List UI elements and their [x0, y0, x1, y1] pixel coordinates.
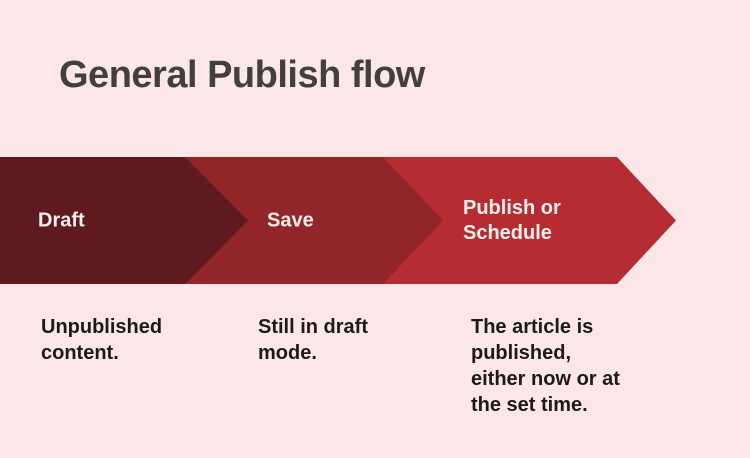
draft-step-description: Unpublished content.: [41, 316, 163, 364]
flow-step-save-label: Save: [267, 209, 314, 231]
flow-arrow-band: Draft Save Publish or Schedule: [0, 157, 750, 284]
save-step-description: Still in draft mode.: [258, 316, 368, 364]
slide-title: General Publish flow: [59, 54, 425, 96]
flow-step-draft-label: Draft: [38, 209, 85, 231]
publish-step-description: The article is published, either now or …: [471, 316, 620, 416]
flow-step-publish-label: Publish or Schedule: [463, 196, 561, 244]
